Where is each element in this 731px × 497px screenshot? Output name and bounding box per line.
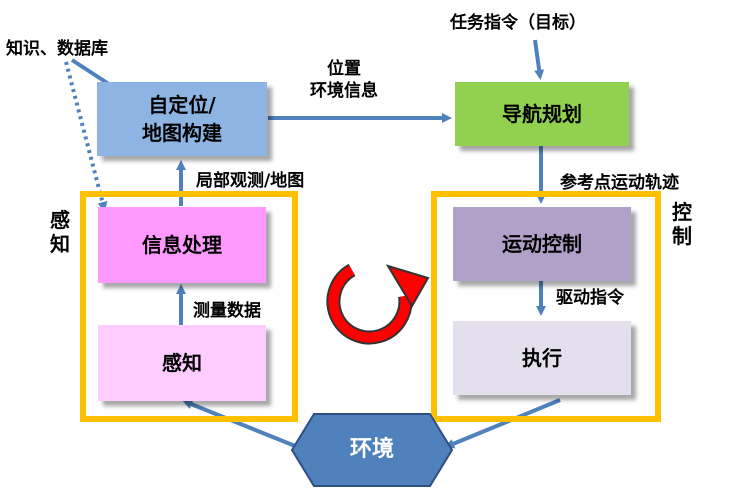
environment-label: 环境 bbox=[349, 437, 394, 462]
environment-node: 环境 bbox=[290, 412, 454, 488]
navigation-box: 导航规划 bbox=[455, 82, 629, 146]
sensing-label: 感知 bbox=[162, 351, 202, 375]
ref-traj-label: 参考点运动轨迹 bbox=[560, 173, 679, 193]
execution-label: 执行 bbox=[522, 346, 562, 370]
arrow-execution-to-environment bbox=[444, 398, 561, 449]
drive-cmd-label: 驱动指令 bbox=[556, 288, 624, 308]
control-group-label: 控 制 bbox=[672, 200, 692, 248]
measure-label: 测量数据 bbox=[193, 301, 261, 321]
localization-label: 自定位/ 地图构建 bbox=[142, 93, 222, 145]
knowledge-label: 知识、数据库 bbox=[6, 39, 108, 59]
task-label: 任务指令（目标） bbox=[450, 13, 586, 33]
info-processing-box: 信息处理 bbox=[98, 207, 266, 283]
perception-group-label: 感 知 bbox=[50, 208, 70, 256]
navigation-label: 导航规划 bbox=[502, 102, 582, 126]
control-frame bbox=[431, 191, 661, 422]
info-processing-label: 信息处理 bbox=[142, 233, 222, 257]
motion-control-box: 运动控制 bbox=[453, 207, 631, 281]
sensing-box: 感知 bbox=[98, 325, 266, 401]
environment-shape bbox=[290, 413, 454, 487]
motion-control-label: 运动控制 bbox=[502, 232, 582, 256]
execution-box: 执行 bbox=[453, 321, 631, 395]
arrow-environment-to-sensing bbox=[182, 399, 301, 450]
position-env-label: 位置 环境信息 bbox=[310, 59, 378, 101]
localization-box: 自定位/ 地图构建 bbox=[97, 82, 267, 156]
arrow-task-to-navigation bbox=[533, 39, 545, 80]
cycle-icon bbox=[326, 263, 430, 345]
local-obs-label: 局部观测/地图 bbox=[196, 171, 305, 191]
perception-frame bbox=[80, 191, 298, 422]
